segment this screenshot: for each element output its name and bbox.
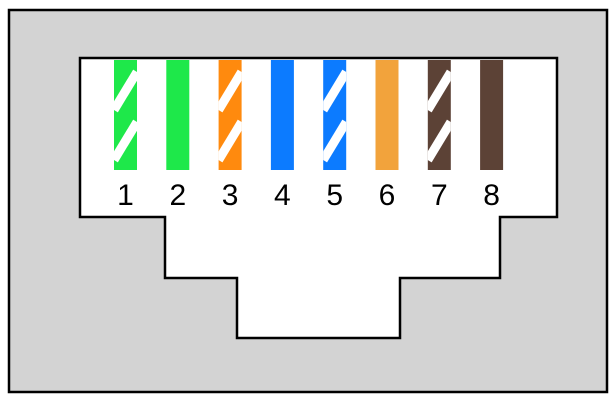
- wire-1-stripe-2: [114, 119, 137, 163]
- pin-7: 7: [427, 60, 451, 212]
- pin-6: 6: [375, 60, 399, 212]
- pin-group: 1 2 3 4 5 6 7 8: [114, 60, 504, 212]
- pin-label-7: 7: [431, 179, 448, 212]
- pin-4: 4: [270, 60, 294, 212]
- pin-label-5: 5: [326, 179, 343, 212]
- wire-3-stripe-2: [218, 119, 242, 163]
- wire-5-stripe-2: [323, 119, 347, 163]
- pin-8: 8: [480, 60, 504, 212]
- pin-3: 3: [218, 60, 242, 212]
- wire-8: [480, 60, 504, 170]
- wire-1-stripe-1: [114, 69, 137, 113]
- pin-2: 2: [166, 60, 190, 212]
- wire-5-stripe-1: [323, 69, 347, 113]
- wire-2: [166, 60, 190, 170]
- wire-3-stripe-1: [218, 69, 242, 113]
- pin-label-8: 8: [483, 179, 500, 212]
- wire-7-stripe-2: [427, 119, 451, 163]
- pin-label-3: 3: [222, 179, 239, 212]
- pin-label-4: 4: [274, 179, 291, 212]
- wire-6: [375, 60, 399, 170]
- wire-7-stripe-1: [427, 69, 451, 113]
- pin-label-6: 6: [379, 179, 396, 212]
- pin-label-1: 1: [117, 179, 134, 212]
- pin-label-2: 2: [169, 179, 186, 212]
- pin-5: 5: [323, 60, 347, 212]
- pin-1: 1: [114, 60, 137, 212]
- wire-4: [270, 60, 294, 170]
